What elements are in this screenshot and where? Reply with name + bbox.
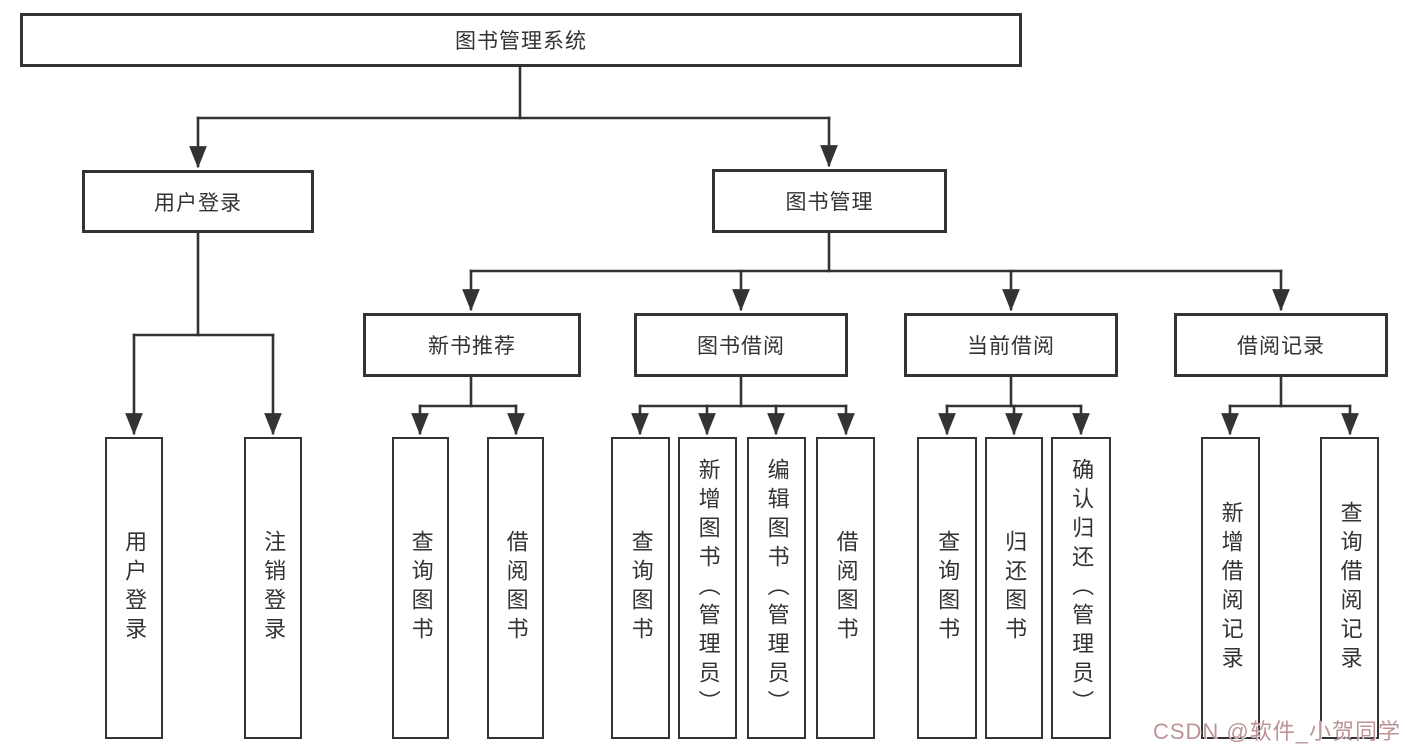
node-label: 用户登录 [154,191,242,215]
node-label: 查询图书 [935,530,961,646]
node-label: 查询借阅记录 [1337,501,1363,675]
node-label: 查询图书 [408,530,434,646]
node-leaf-query-books-1: 查询图书 [392,437,449,739]
node-leaf-query-borrow-record: 查询借阅记录 [1320,437,1379,739]
node-root: 图书管理系统 [20,13,1022,67]
node-leaf-return-books: 归还图书 [985,437,1043,739]
node-leaf-query-books-2: 查询图书 [611,437,670,739]
node-label: 归还图书 [1002,530,1028,646]
node-label: 当前借阅 [967,335,1055,358]
node-label: 借阅图书 [503,530,529,646]
node-leaf-logout: 注销登录 [244,437,302,739]
node-label: 图书管理 [785,191,874,214]
node-new-book-recommend: 新书推荐 [363,313,581,377]
node-label: 借阅图书 [833,530,859,646]
node-label: 用户登录 [122,530,148,646]
node-label: 编辑图书（管理员） [764,457,790,719]
node-leaf-query-books-3: 查询图书 [917,437,977,739]
node-leaf-add-books-admin: 新增图书（管理员） [678,437,737,739]
node-book-borrowing: 图书借阅 [634,313,848,377]
node-label: 注销登录 [261,530,287,646]
watermark: CSDN @软件_小贺同学 [1152,719,1401,744]
node-label: 新增图书（管理员） [695,457,721,719]
node-user-login: 用户登录 [82,170,314,233]
node-book-management: 图书管理 [712,169,947,233]
node-leaf-add-borrow-record: 新增借阅记录 [1201,437,1260,739]
node-label: 图书借阅 [697,335,785,358]
node-label: 确认归还（管理员） [1069,457,1095,719]
node-label: 图书管理系统 [455,30,587,53]
node-label: 新书推荐 [428,335,516,358]
node-leaf-borrow-books-2: 借阅图书 [816,437,875,739]
node-leaf-confirm-return: 确认归还（管理员） [1051,437,1111,739]
node-leaf-edit-books-admin: 编辑图书（管理员） [747,437,806,739]
node-label: 新增借阅记录 [1218,501,1244,675]
node-borrowing-records: 借阅记录 [1174,313,1388,377]
node-leaf-user-login: 用户登录 [105,437,163,739]
node-current-borrowing: 当前借阅 [904,313,1118,377]
node-leaf-borrow-books-1: 借阅图书 [487,437,544,739]
node-label: 借阅记录 [1237,335,1325,358]
node-label: 查询图书 [628,530,654,646]
